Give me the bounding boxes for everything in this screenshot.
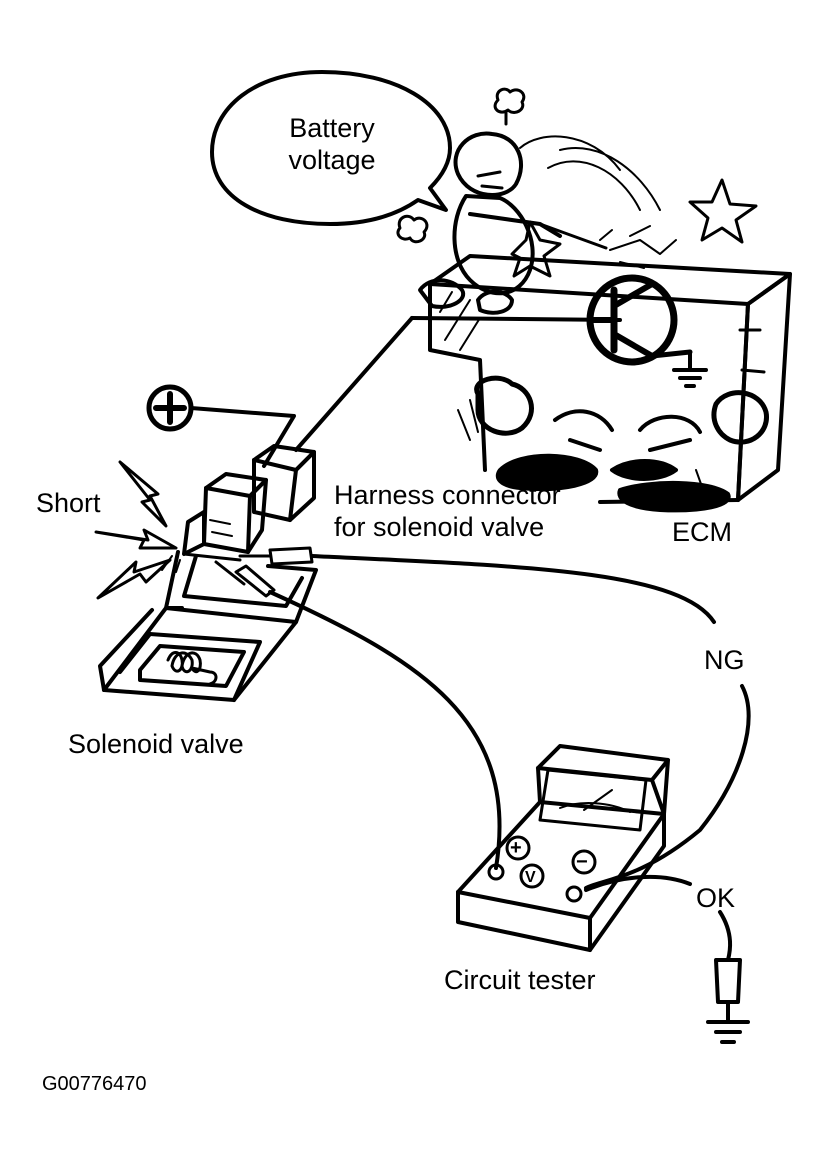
meter-minus-label: − [576, 851, 588, 873]
speech-line-2: voltage [288, 145, 376, 175]
ground-icon [706, 1020, 750, 1044]
probe-lead-ng [238, 546, 751, 890]
ok-label: OK [696, 883, 736, 913]
circuit-tester-label: Circuit tester [444, 965, 596, 995]
wire-harness-main [294, 316, 414, 452]
harness-connector-label: Harness connector for solenoid valve [334, 479, 561, 543]
meter-plus-jack [505, 835, 531, 861]
speech-bubble-text: Battery voltage [262, 112, 402, 176]
figure-id: G00776470 [42, 1073, 147, 1095]
speech-line-1: Battery [289, 113, 375, 143]
probe-lead-plus [214, 560, 502, 870]
wire-battery [189, 406, 296, 468]
speech-bubble [210, 70, 452, 226]
cartoon-character [396, 87, 758, 315]
meter-plus-label: + [510, 837, 522, 859]
meter-volts-label: V [525, 869, 536, 886]
battery-plus-icon [146, 384, 194, 432]
meter-minus-jack [571, 849, 597, 875]
short-spark-icon [94, 460, 181, 600]
circuit-tester [456, 744, 670, 952]
harness-line-1: Harness connector [334, 480, 561, 510]
harness-connector [182, 444, 316, 562]
solenoid-valve-label: Solenoid valve [68, 729, 244, 759]
ng-label: NG [704, 645, 745, 675]
solenoid-valve [98, 550, 318, 702]
harness-line-2: for solenoid valve [334, 512, 545, 542]
wire-to-ecm [410, 316, 622, 322]
short-label: Short [36, 488, 101, 518]
ecm-label: ECM [672, 517, 732, 547]
meter-volts-jack [519, 863, 545, 889]
